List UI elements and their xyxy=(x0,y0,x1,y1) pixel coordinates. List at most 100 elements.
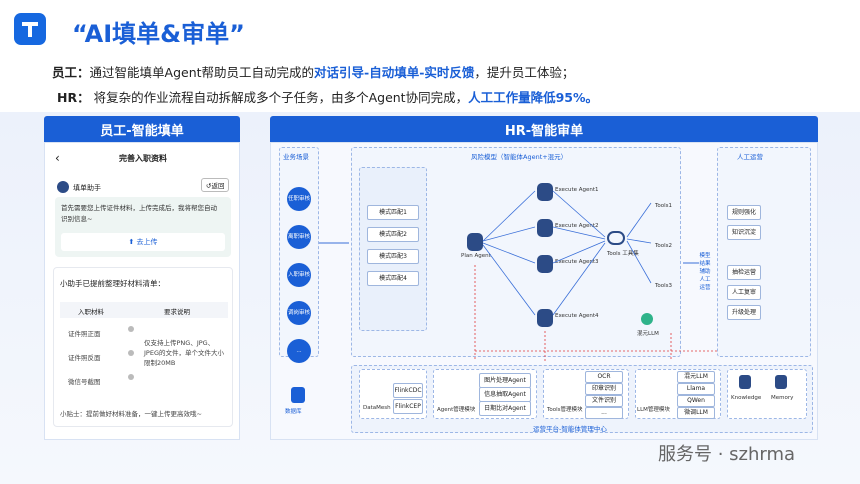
execute-agent-icon xyxy=(537,219,553,237)
intro-line-hr: HR： 将复杂的作业流程自动拆解成多个子任务，由多个Agent协同完成，人工工作… xyxy=(57,87,598,106)
material-row: 微信号截图 xyxy=(68,378,101,386)
agent-mgmt-chip[interactable]: 信息抽取Agent xyxy=(479,387,531,402)
agent-mgmt-chip[interactable]: 图片处理Agent xyxy=(479,373,531,388)
agent-mgmt-label: Agent管理模块 xyxy=(437,407,476,413)
info-icon[interactable] xyxy=(128,350,134,356)
tool-label: Tools1 xyxy=(655,203,673,209)
back-arrow-icon[interactable]: ‹ xyxy=(55,151,60,165)
datamesh-label: DataMesh xyxy=(363,405,391,411)
checklist-card: 小助手已提前整理好材料清单： 入职材料 要求说明 证件照正面 证件照反面 微信号… xyxy=(53,267,233,427)
risk-model-title: 风险模型（智能体Agent+混元） xyxy=(471,153,568,161)
biz-item[interactable]: 入职审核 xyxy=(287,263,311,287)
app-logo xyxy=(14,13,46,45)
tools-mgmt-chip[interactable]: OCR xyxy=(585,371,623,383)
agent-flow-arrows xyxy=(319,190,741,361)
col-requirement: 要求说明 xyxy=(164,308,190,316)
assistant-message: 首先需要您上传证件材料，上传完成后，我将帮您自动识别信息~ xyxy=(61,204,217,223)
biz-item[interactable]: 任职审核 xyxy=(287,187,311,211)
t-logo-icon xyxy=(22,22,38,37)
info-icon[interactable] xyxy=(128,374,134,380)
database-icon xyxy=(291,387,305,403)
manual-ops-title: 人工运营 xyxy=(737,153,763,161)
employee-panel-header: 员工-智能填单 xyxy=(44,116,240,142)
hunyuan-icon xyxy=(641,313,653,325)
employee-highlight: 对话引导-自动填单-实时反馈 xyxy=(314,65,475,80)
pattern-chip[interactable]: 模式匹配3 xyxy=(367,249,419,264)
col-material: 入职材料 xyxy=(78,308,104,316)
info-icon[interactable] xyxy=(128,326,134,332)
tools-mgmt-chip[interactable]: ... xyxy=(585,407,623,419)
material-row: 证件照反面 xyxy=(68,354,101,362)
form-title: 完善入职资料 xyxy=(119,154,167,163)
platform-label: 运营平台-智能体管理中心 xyxy=(533,425,607,433)
tools-mgmt-chip[interactable]: 印章识别 xyxy=(585,383,623,395)
upload-button[interactable]: ⬆ 去上传 xyxy=(61,233,225,251)
upload-icon: ⬆ xyxy=(128,238,135,246)
memory-icon xyxy=(775,375,787,389)
tools-mgmt-label: Tools管理模块 xyxy=(547,407,583,413)
llm-chip[interactable]: 微调LLM xyxy=(677,407,715,419)
hr-text: 将复杂的作业流程自动拆解成多个子任务，由多个Agent协同完成， xyxy=(93,90,469,105)
manual-op-chip[interactable]: 知识沉淀 xyxy=(727,225,761,240)
employee-tail: ，提升员工体验； xyxy=(474,65,575,80)
memory-label: Memory xyxy=(771,395,794,401)
pattern-chip[interactable]: 模式匹配4 xyxy=(367,271,419,286)
hr-label: HR： xyxy=(57,90,90,105)
hr-panel-header: HR-智能审单 xyxy=(270,116,818,142)
biz-scene-title: 业务场景 xyxy=(283,153,309,161)
intro-line-employee: 员工：通过智能填单Agent帮助员工自动完成的对话引导-自动填单-实时反馈，提升… xyxy=(52,62,574,81)
flink-chip[interactable]: FlinkCDC xyxy=(393,383,423,398)
plan-agent-icon xyxy=(467,233,483,251)
hr-diagram-panel: 业务场景 任职审核 离职审核 入职审核 调岗审核 ... 数据库 风险模型（智能… xyxy=(270,142,818,440)
plan-agent-label: Plan Agent xyxy=(461,253,491,259)
execute-agent-label: Execute Agent4 xyxy=(555,313,599,319)
assist-side-label: 模型结果辅助人工运营 xyxy=(699,253,711,291)
pattern-chip[interactable]: 模式匹配2 xyxy=(367,227,419,242)
tool-label: Tools3 xyxy=(655,283,673,289)
execute-agent-icon xyxy=(537,309,553,327)
biz-item[interactable]: 离职审核 xyxy=(287,225,311,249)
flink-chip[interactable]: FlinkCEP xyxy=(393,399,423,414)
execute-agent-icon xyxy=(537,255,553,273)
material-row: 证件照正面 xyxy=(68,330,101,338)
knowledge-icon xyxy=(739,375,751,389)
employee-phone-panel: ‹ 完善入职资料 填单助手 ↺返回 首先需要您上传证件材料，上传完成后，我将帮您… xyxy=(44,142,240,440)
tools-hub-label: Tools 工具集 xyxy=(607,251,639,257)
execute-agent-label: Execute Agent3 xyxy=(555,259,599,265)
biz-item[interactable]: 调岗审核 xyxy=(287,301,311,325)
employee-label: 员工： xyxy=(52,65,90,80)
employee-text: 通过智能填单Agent帮助员工自动完成的 xyxy=(89,65,315,80)
assistant-name: 填单助手 xyxy=(73,184,101,192)
manual-op-chip[interactable]: 抽检运营 xyxy=(727,265,761,280)
hunyuan-label: 混元LLM xyxy=(637,331,659,337)
llm-chip[interactable]: 混元LLM xyxy=(677,371,715,383)
agent-mgmt-chip[interactable]: 日期比对Agent xyxy=(479,401,531,416)
manual-op-chip[interactable]: 升级处理 xyxy=(727,305,761,320)
execute-agent-label: Execute Agent1 xyxy=(555,187,599,193)
checklist-header-row: 入职材料 要求说明 xyxy=(60,302,228,318)
watermark: 服务号 · szhrma xyxy=(658,444,796,465)
assistant-avatar xyxy=(57,181,69,193)
manual-op-chip[interactable]: 人工复审 xyxy=(727,285,761,300)
hr-highlight: 人工工作量降低95%。 xyxy=(468,90,599,105)
pattern-chip[interactable]: 模式匹配1 xyxy=(367,205,419,220)
tools-mgmt-chip[interactable]: 文件识别 xyxy=(585,395,623,407)
database-label: 数据库 xyxy=(285,409,302,415)
manual-op-chip[interactable]: 规则强化 xyxy=(727,205,761,220)
llm-chip[interactable]: QWen xyxy=(677,395,715,407)
return-button[interactable]: ↺返回 xyxy=(201,178,230,192)
tool-label: Tools2 xyxy=(655,243,673,249)
llm-mgmt-label: LLM管理模块 xyxy=(637,407,670,413)
knowledge-label: Knowledge xyxy=(731,395,762,401)
assistant-message-card: 首先需要您上传证件材料，上传完成后，我将帮您自动识别信息~ ⬆ 去上传 xyxy=(55,197,231,257)
refresh-icon: ↺ xyxy=(206,182,212,190)
biz-item[interactable]: ... xyxy=(287,339,311,363)
manual-ops-area xyxy=(717,147,811,357)
checklist-title: 小助手已提前整理好材料清单： xyxy=(60,279,165,288)
page-title: “AI填单&审单” xyxy=(72,20,245,48)
llm-chip[interactable]: Llama xyxy=(677,383,715,395)
tip-text: 小贴士：提前做好材料准备，一键上传更高效哦~ xyxy=(60,410,202,418)
execute-agent-label: Execute Agent2 xyxy=(555,223,599,229)
execute-agent-icon xyxy=(537,183,553,201)
requirement-text: 仅支持上传PNG、JPG、JPEG的文件，单个文件大小限制20MB xyxy=(144,339,224,367)
